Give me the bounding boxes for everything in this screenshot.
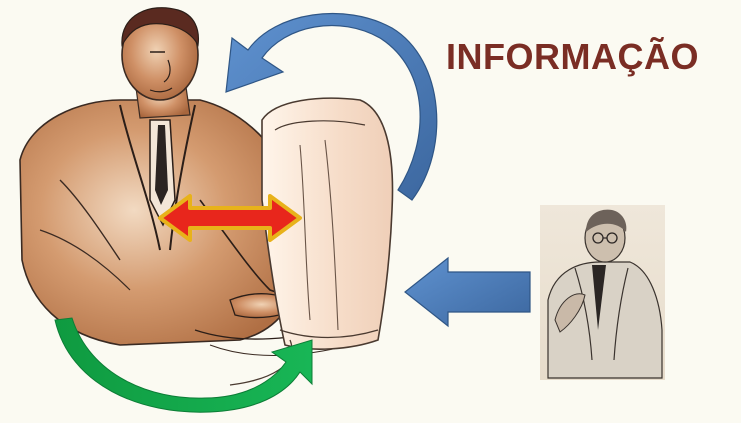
presenter-man-icon	[540, 205, 665, 380]
arrow-left-icon	[405, 258, 530, 326]
page-title: INFORMAÇÃO	[446, 36, 699, 78]
